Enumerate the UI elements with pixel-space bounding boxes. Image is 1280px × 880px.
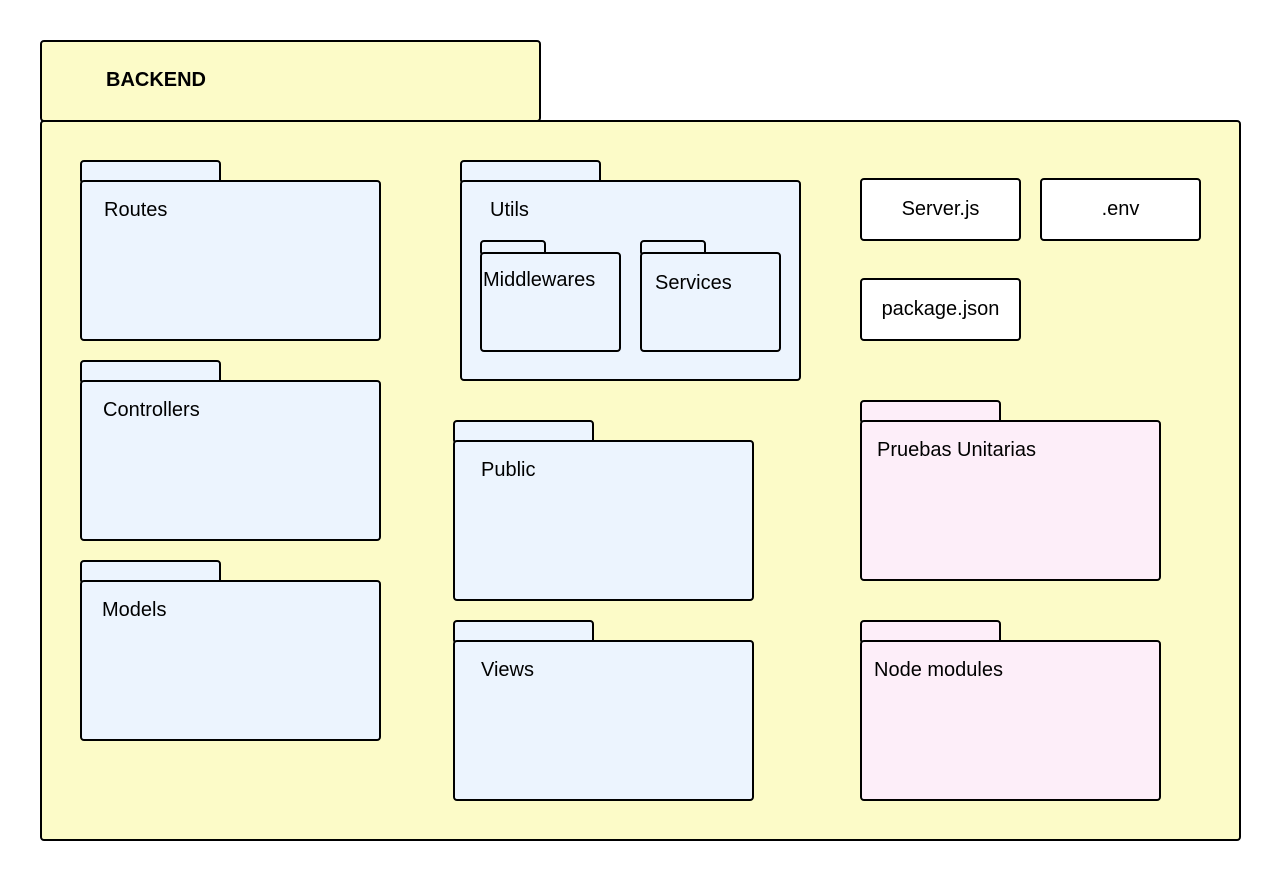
middlewares-folder-label: Middlewares xyxy=(483,269,596,291)
public-folder-label: Public xyxy=(481,459,536,481)
services-folder xyxy=(640,252,781,352)
package-json-file: package.json xyxy=(860,278,1021,341)
pruebas-unitarias-folder-label: Pruebas Unitarias xyxy=(877,439,1036,461)
utils-folder-label: Utils xyxy=(490,199,529,221)
backend-package-tab xyxy=(40,40,541,122)
views-folder-label: Views xyxy=(481,659,534,681)
routes-folder-label: Routes xyxy=(104,199,168,221)
views-folder xyxy=(453,640,754,801)
routes-folder xyxy=(80,180,381,341)
env-file: .env xyxy=(1040,178,1201,241)
server-js-file: Server.js xyxy=(860,178,1021,241)
pruebas-unitarias-folder xyxy=(860,420,1161,581)
node-modules-folder-label: Node modules xyxy=(874,659,1003,681)
controllers-folder xyxy=(80,380,381,541)
public-folder xyxy=(453,440,754,601)
backend-package-title: BACKEND xyxy=(106,69,206,91)
models-folder-label: Models xyxy=(102,599,167,621)
services-folder-label: Services xyxy=(655,272,732,294)
models-folder xyxy=(80,580,381,741)
controllers-folder-label: Controllers xyxy=(103,399,200,421)
middlewares-folder xyxy=(480,252,621,352)
node-modules-folder xyxy=(860,640,1161,801)
